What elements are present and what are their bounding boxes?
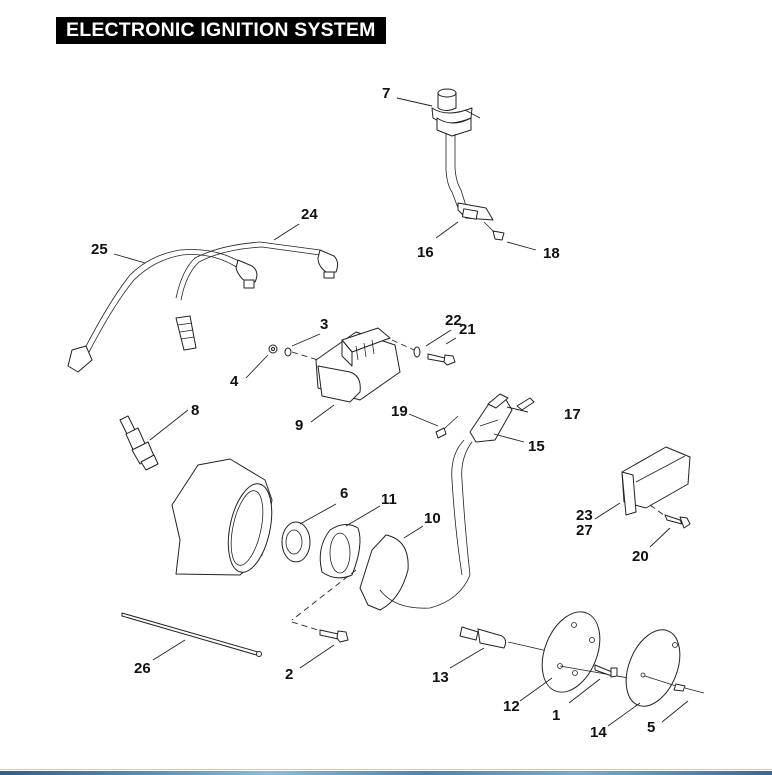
callout-20: 20 <box>632 548 649 565</box>
callout-17: 17 <box>564 406 581 423</box>
callout-23: 23 <box>576 507 593 524</box>
callout-11: 11 <box>381 491 397 508</box>
timer-cover-assembly <box>459 611 705 707</box>
connector-assembly <box>435 393 535 576</box>
sensor-plug-assembly <box>431 88 505 241</box>
callout-21: 21 <box>459 321 476 338</box>
callout-1: 1 <box>552 707 560 724</box>
callout-13: 13 <box>432 669 449 686</box>
callout-3: 3 <box>320 316 328 333</box>
callout-16: 16 <box>417 244 434 261</box>
callout-7: 7 <box>382 85 390 102</box>
callout-5: 5 <box>647 719 655 736</box>
ignition-coil-assembly <box>268 327 456 403</box>
callout-2: 2 <box>285 666 293 683</box>
rotor <box>319 524 361 579</box>
callout-4: 4 <box>230 373 239 390</box>
sensor-plate <box>291 534 471 621</box>
page-title: ELECTRONIC IGNITION SYSTEM <box>56 17 386 44</box>
callout-6: 6 <box>340 485 348 502</box>
callout-15: 15 <box>528 438 545 455</box>
callout-22: 22 <box>445 312 462 329</box>
callout-25: 25 <box>91 241 108 258</box>
spark-plug-cables <box>67 241 339 373</box>
footer-divider <box>0 769 772 770</box>
callout-8: 8 <box>191 402 199 419</box>
leader-lines <box>113 97 689 727</box>
spark-plug <box>119 415 159 471</box>
callout-27: 27 <box>576 522 593 539</box>
callout-19: 19 <box>391 403 408 420</box>
seal <box>281 521 311 563</box>
callout-10: 10 <box>424 510 441 527</box>
footer-bar <box>0 771 772 775</box>
screw-2 <box>291 621 349 643</box>
timer-housing <box>171 458 273 576</box>
callout-14: 14 <box>590 724 607 741</box>
callout-12: 12 <box>503 698 520 715</box>
callout-labels: 1 2 3 4 5 6 7 8 9 10 11 12 13 14 15 16 1… <box>91 85 655 741</box>
callout-26: 26 <box>134 660 151 677</box>
ignition-module <box>621 446 691 529</box>
cable-strap <box>121 612 262 657</box>
callout-9: 9 <box>295 417 303 434</box>
callout-24: 24 <box>301 206 318 223</box>
callout-18: 18 <box>543 245 560 262</box>
